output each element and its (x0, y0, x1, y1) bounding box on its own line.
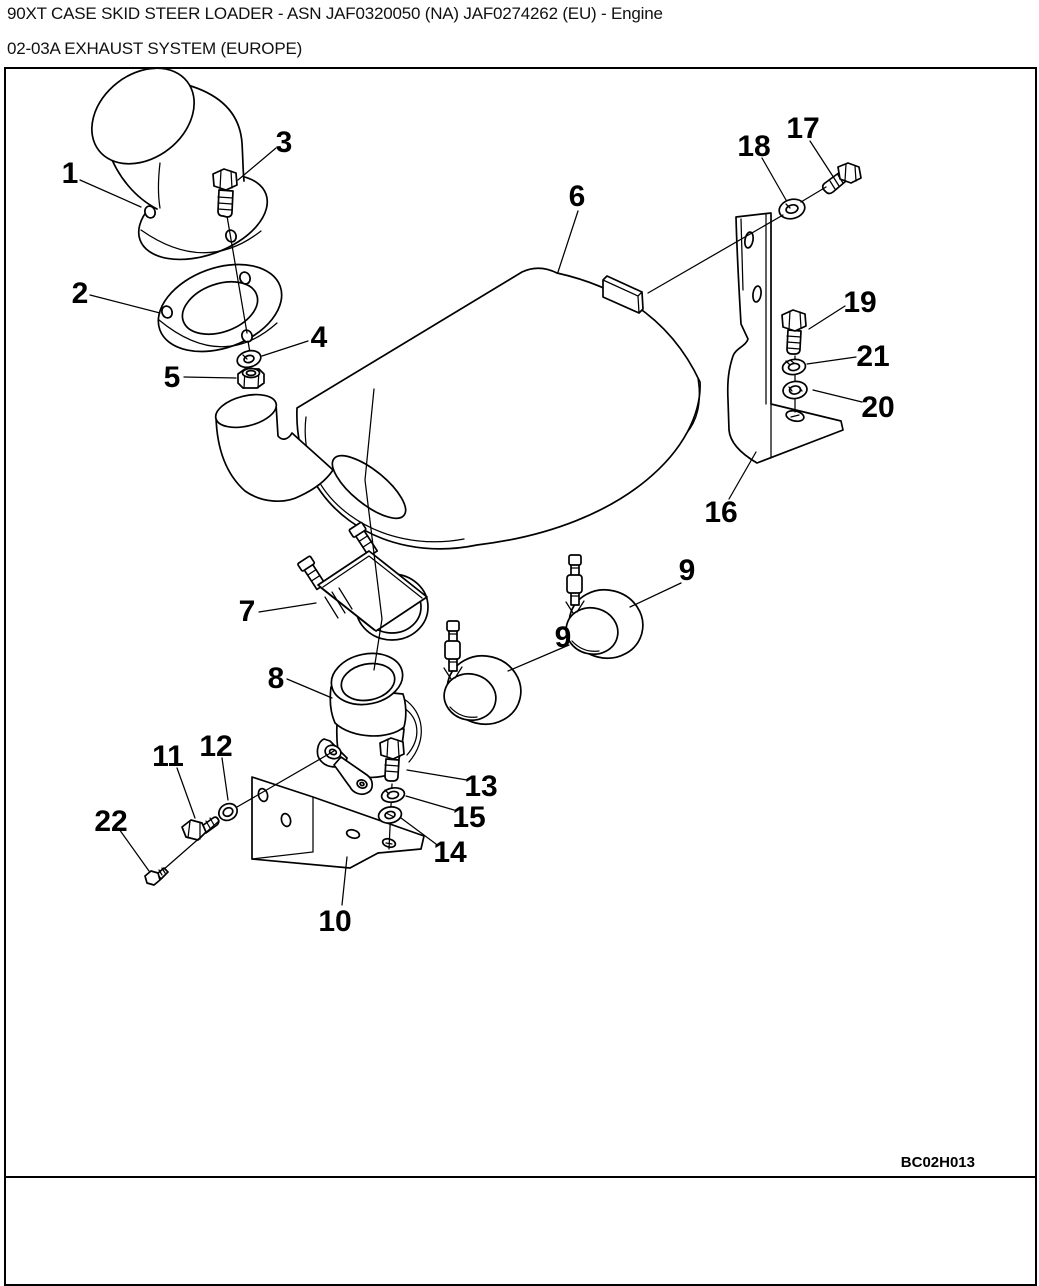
svg-text:11: 11 (152, 740, 184, 773)
callout-2: 2 (72, 277, 161, 314)
svg-text:1: 1 (62, 157, 79, 190)
v-band-clamp-1 (443, 620, 522, 726)
svg-text:14: 14 (433, 836, 467, 869)
svg-text:5: 5 (164, 361, 181, 394)
svg-text:10: 10 (318, 905, 351, 938)
callout-8: 8 (268, 662, 333, 699)
callout-18: 18 (737, 130, 787, 201)
callout-4: 4 (261, 321, 328, 357)
callout-layer: 1 2 3 4 5 6 7 (62, 112, 895, 938)
svg-text:20: 20 (861, 391, 894, 424)
diagram-frame: BC02H013 (4, 67, 1037, 1286)
svg-text:16: 16 (704, 496, 737, 529)
callout-7: 7 (239, 595, 317, 628)
assembly-axis-inlet (364, 388, 383, 671)
svg-text:17: 17 (786, 112, 819, 145)
adapter-arm (333, 756, 374, 796)
assembly-axis-screw22 (162, 750, 335, 871)
callout-20: 20 (812, 389, 895, 424)
svg-text:9: 9 (679, 554, 696, 587)
callout-15: 15 (405, 795, 486, 834)
svg-text:7: 7 (239, 595, 256, 628)
assembly-axis-bolt17 (647, 186, 827, 294)
u-bolt-clamp (297, 521, 429, 641)
flat-washer-18 (778, 198, 806, 220)
exhaust-elbow-pipe (91, 67, 269, 261)
svg-text:18: 18 (737, 130, 770, 163)
callout-5: 5 (164, 361, 237, 394)
svg-text:8: 8 (268, 662, 285, 695)
svg-text:3: 3 (276, 126, 293, 159)
adapter-bolt-13 (379, 737, 405, 782)
muffler-inlet-stub (214, 393, 334, 502)
section-title: 02-03A EXHAUST SYSTEM (EUROPE) (7, 39, 303, 58)
svg-text:6: 6 (569, 180, 586, 213)
callout-21: 21 (806, 340, 890, 373)
svg-text:9: 9 (555, 621, 572, 654)
upper-mounting-bracket (726, 212, 844, 464)
callout-6: 6 (557, 180, 586, 273)
callout-19: 19 (808, 286, 877, 330)
exhaust-gasket (157, 263, 283, 353)
flange-bolt (212, 168, 251, 354)
lock-washer-15 (380, 786, 406, 804)
svg-text:21: 21 (856, 340, 889, 373)
svg-text:13: 13 (464, 770, 497, 803)
svg-text:4: 4 (311, 321, 328, 354)
svg-text:19: 19 (843, 286, 876, 319)
flat-washer-4 (236, 349, 262, 369)
callout-9a: 9 (507, 621, 572, 672)
callout-3: 3 (237, 126, 293, 181)
svg-text:2: 2 (72, 277, 89, 310)
svg-text:22: 22 (94, 805, 127, 838)
callout-1: 1 (62, 157, 142, 208)
muffler-bracket-tab (602, 275, 644, 314)
callout-16: 16 (704, 451, 757, 529)
flat-washer-20 (782, 380, 808, 400)
callout-17: 17 (786, 112, 835, 179)
callout-22: 22 (94, 805, 150, 872)
lock-washer-21 (781, 358, 807, 376)
callout-14: 14 (400, 817, 467, 869)
callout-13: 13 (406, 769, 498, 803)
flat-washer-14 (377, 806, 403, 824)
page-title: 90XT CASE SKID STEER LOADER - ASN JAF032… (7, 4, 663, 23)
svg-text:15: 15 (452, 801, 485, 834)
set-screw-22 (144, 867, 169, 886)
frame-divider (6, 1176, 1035, 1178)
lock-nut-5 (237, 367, 265, 389)
bracket-bolt-19 (781, 309, 807, 355)
flat-washer-12 (218, 802, 238, 822)
drawing-number: BC02H013 (900, 1154, 975, 1171)
callout-10: 10 (318, 856, 352, 938)
callout-12: 12 (199, 730, 233, 801)
tab-bolt-17 (821, 162, 862, 195)
flange-hole (144, 205, 156, 219)
svg-text:12: 12 (199, 730, 232, 763)
callout-9b: 9 (629, 554, 696, 608)
callout-11: 11 (152, 740, 196, 819)
muffler (214, 267, 701, 550)
lower-support-bracket (251, 776, 425, 869)
